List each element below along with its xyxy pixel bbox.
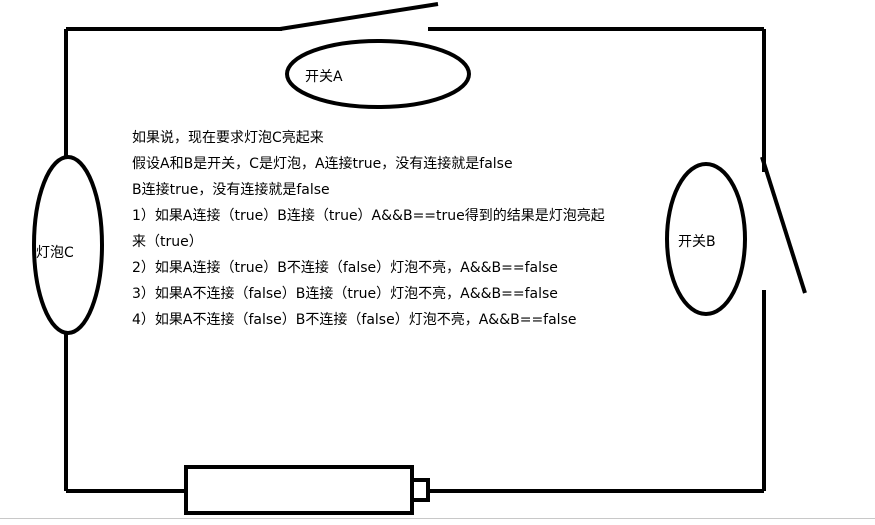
explanation-text: 如果说，现在要求灯泡C亮起来 假设A和B是开关，C是灯泡，A连接true，没有连… bbox=[132, 125, 652, 333]
battery-body bbox=[184, 465, 414, 515]
explanation-line: 假设A和B是开关，C是灯泡，A连接true，没有连接就是false bbox=[132, 156, 513, 172]
switch-a-lever bbox=[279, 2, 439, 31]
explanation-line: B连接true，没有连接就是false bbox=[132, 182, 330, 198]
switch-b-lever bbox=[760, 156, 807, 294]
bottom-divider bbox=[0, 518, 875, 519]
explanation-line: 4）如果A不连接（false）B不连接（false）灯泡不亮，A&&B==fal… bbox=[132, 312, 577, 328]
explanation-line: 2）如果A连接（true）B不连接（false）灯泡不亮，A&&B==false bbox=[132, 260, 558, 276]
switch-a-outline bbox=[285, 39, 471, 109]
battery-terminal bbox=[410, 478, 430, 502]
explanation-line: 来（true） bbox=[132, 234, 203, 250]
switch-b-outline bbox=[665, 162, 747, 316]
switch-a-label: 开关A bbox=[305, 69, 343, 85]
explanation-line: 3）如果A不连接（false）B连接（true）灯泡不亮，A&&B==false bbox=[132, 286, 558, 302]
bulb-c-outline bbox=[32, 155, 104, 335]
explanation-line: 如果说，现在要求灯泡C亮起来 bbox=[132, 130, 324, 146]
switch-b-label: 开关B bbox=[678, 234, 716, 250]
bulb-c-label: 灯泡C bbox=[36, 245, 74, 261]
explanation-line: 1）如果A连接（true）B连接（true）A&&B==true得到的结果是灯泡… bbox=[132, 208, 605, 224]
